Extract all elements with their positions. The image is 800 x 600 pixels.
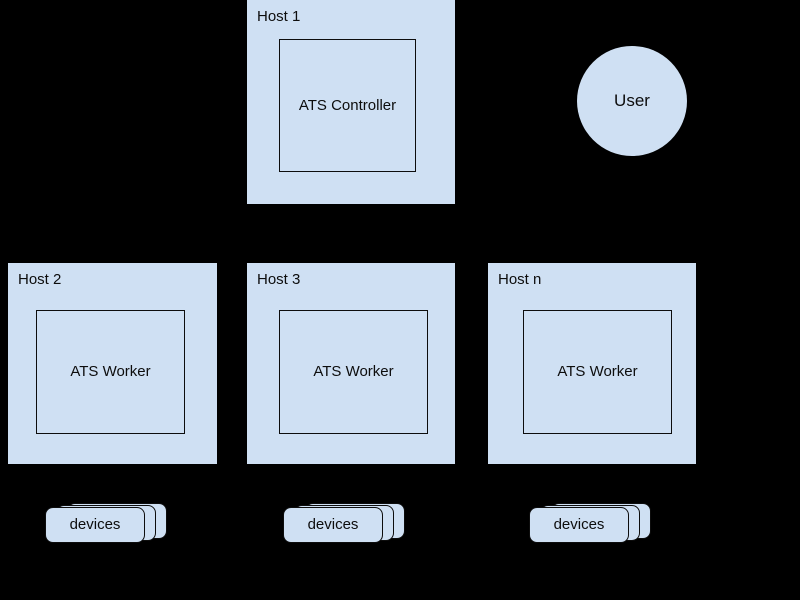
actor-label-user: User [614, 91, 650, 110]
component-box-ats-worker-n[interactable]: ATS Worker [523, 310, 672, 434]
host-box-host-2[interactable]: Host 2 ATS Worker [8, 263, 217, 464]
devices-label-host-n: devices [553, 516, 605, 533]
component-label-ats-worker-2: ATS Worker [70, 363, 151, 380]
component-box-ats-worker-3[interactable]: ATS Worker [279, 310, 428, 434]
component-label-ats-worker-3: ATS Worker [313, 363, 394, 380]
actor-user[interactable]: User [577, 46, 687, 156]
devices-sheet-front[interactable]: devices [283, 507, 383, 543]
devices-stack-host-n[interactable]: devices [529, 503, 664, 545]
component-box-ats-controller[interactable]: ATS Controller [279, 39, 416, 172]
component-box-ats-worker-2[interactable]: ATS Worker [36, 310, 185, 434]
host-label-host-3: Host 3 [257, 271, 301, 288]
host-box-host-1[interactable]: Host 1 ATS Controller [247, 0, 455, 204]
host-box-host-n[interactable]: Host n ATS Worker [488, 263, 696, 464]
devices-sheet-front[interactable]: devices [529, 507, 629, 543]
devices-stack-host-3[interactable]: devices [283, 503, 418, 545]
devices-stack-host-2[interactable]: devices [45, 503, 180, 545]
host-label-host-1: Host 1 [257, 8, 301, 25]
host-box-host-3[interactable]: Host 3 ATS Worker [247, 263, 455, 464]
host-label-host-2: Host 2 [18, 271, 62, 288]
devices-label-host-3: devices [307, 516, 359, 533]
devices-label-host-2: devices [69, 516, 121, 533]
host-label-host-n: Host n [498, 271, 542, 288]
component-label-ats-controller: ATS Controller [298, 96, 397, 114]
component-label-ats-worker-n: ATS Worker [557, 363, 638, 380]
devices-sheet-front[interactable]: devices [45, 507, 145, 543]
